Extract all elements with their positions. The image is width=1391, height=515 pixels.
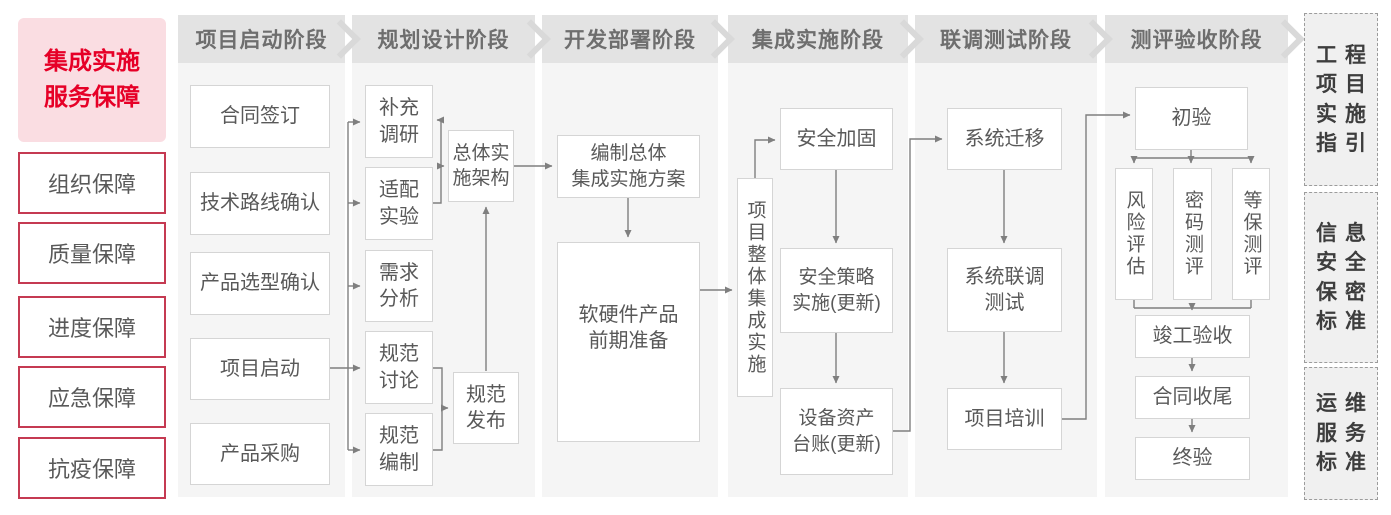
- phase-header-joint-test: 联调测试阶段: [915, 15, 1097, 63]
- standard-om-service: 运维 服务 标准: [1304, 367, 1378, 500]
- node-security-hardening: 安全加固: [780, 108, 893, 170]
- node-spec-release: 规范 发布: [453, 372, 519, 444]
- node-system-migration: 系统迁移: [947, 108, 1062, 170]
- guarantee-quality: 质量保障: [18, 222, 166, 284]
- node-requirement-analysis: 需求 分析: [365, 250, 433, 322]
- node-spec-drafting: 规范 编制: [365, 413, 433, 486]
- node-overall-plan: 编制总体 集成实施方案: [557, 135, 700, 198]
- node-joint-testing: 系统联调 测试: [947, 248, 1062, 332]
- phase-header-eval-acceptance: 测评验收阶段: [1105, 15, 1288, 63]
- standard-project-guide: 工程 项目 实施 指引: [1304, 13, 1378, 186]
- node-adaptation-test: 适配 实验: [365, 167, 433, 240]
- node-project-training: 项目培训: [947, 388, 1062, 450]
- phase-header-project-kickoff: 项目启动阶段: [178, 15, 345, 63]
- node-completion-acceptance: 竣工验收: [1135, 315, 1250, 358]
- node-product-selection: 产品选型确认: [190, 252, 330, 315]
- guarantee-epidemic: 抗疫保障: [18, 437, 166, 499]
- node-overall-architecture: 总体实 施架构: [448, 130, 514, 202]
- standard-infosec-confidentiality: 信息 安全 保密 标准: [1304, 192, 1378, 363]
- node-initial-acceptance: 初验: [1135, 87, 1248, 150]
- node-procurement: 产品采购: [190, 423, 330, 485]
- node-crypto-testing: 密码测评: [1173, 168, 1212, 300]
- node-supplementary-research: 补充 调研: [365, 85, 433, 158]
- node-tech-route: 技术路线确认: [190, 172, 330, 235]
- node-project-kickoff: 项目启动: [190, 338, 330, 400]
- guarantee-emergency: 应急保障: [18, 366, 166, 428]
- node-final-acceptance: 终验: [1135, 437, 1250, 480]
- guarantee-organization: 组织保障: [18, 152, 166, 214]
- node-risk-assessment: 风险评估: [1115, 168, 1153, 300]
- guarantee-schedule: 进度保障: [18, 296, 166, 358]
- node-overall-integration: 项目整体集成实施: [737, 178, 773, 397]
- diagram-title: 集成实施 服务保障: [18, 18, 166, 142]
- node-spec-discussion: 规范 讨论: [365, 331, 433, 404]
- node-product-preparation: 软硬件产品 前期准备: [557, 242, 700, 442]
- phase-header-integration: 集成实施阶段: [728, 15, 908, 63]
- node-asset-ledger: 设备资产 台账(更新): [780, 388, 893, 475]
- node-contract-closure: 合同收尾: [1135, 376, 1250, 419]
- node-security-policy: 安全策略 实施(更新): [780, 248, 893, 333]
- phase-header-dev-deploy: 开发部署阶段: [542, 15, 718, 63]
- node-mlps-testing: 等保测评: [1232, 168, 1270, 300]
- node-contract-sign: 合同签订: [190, 85, 330, 148]
- phase-header-planning-design: 规划设计阶段: [352, 15, 535, 63]
